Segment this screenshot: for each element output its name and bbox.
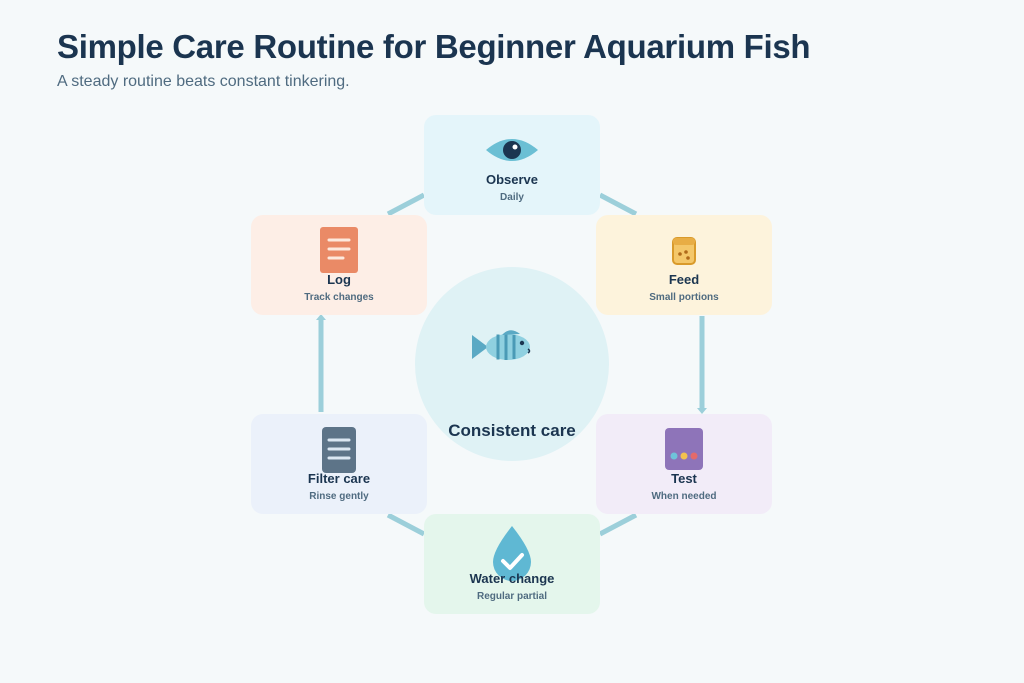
step-sub: When needed [651,491,717,502]
step-label: Test [671,471,697,486]
step-label: Water change [469,571,555,586]
page-subtitle: A steady routine beats constant tinkerin… [57,73,350,90]
connector-water-filter [386,512,426,537]
center-circle: Consistent care [415,267,609,461]
step-card-feed: Feed Small portions [596,215,772,315]
step-card-log: Log Track changes [251,215,427,315]
step-card-observe: Observe Daily [424,115,600,215]
step-sub: Small portions [649,292,719,303]
step-card-test: Test When needed [596,414,772,514]
food-container-icon [672,237,696,265]
step-sub: Regular partial [476,591,548,602]
arrowhead-test [697,408,707,414]
fish-icon [472,330,531,360]
center-label: Consistent care [448,421,576,440]
arrowhead-log [316,314,326,320]
connector-log-observe [386,192,426,217]
step-card-filter-care: Filter care Rinse gently [251,414,427,514]
test-kit-icon [665,428,703,470]
step-label: Log [327,272,351,287]
log-notes-icon [320,227,358,273]
step-sub: Daily [500,192,524,203]
step-card-water-change: Water change Regular partial [424,514,600,614]
step-label: Feed [668,272,700,287]
connector-test-water [598,512,638,537]
filter-icon [322,427,356,473]
water-drop-check-icon [493,526,531,581]
connector-observe-feed [598,192,638,217]
step-sub: Rinse gently [309,491,369,502]
step-label: Observe [485,172,539,187]
step-sub: Track changes [304,292,374,303]
page-title: Simple Care Routine for Beginner Aquariu… [57,28,811,65]
eye-icon [486,139,538,161]
step-label: Filter care [307,471,371,486]
